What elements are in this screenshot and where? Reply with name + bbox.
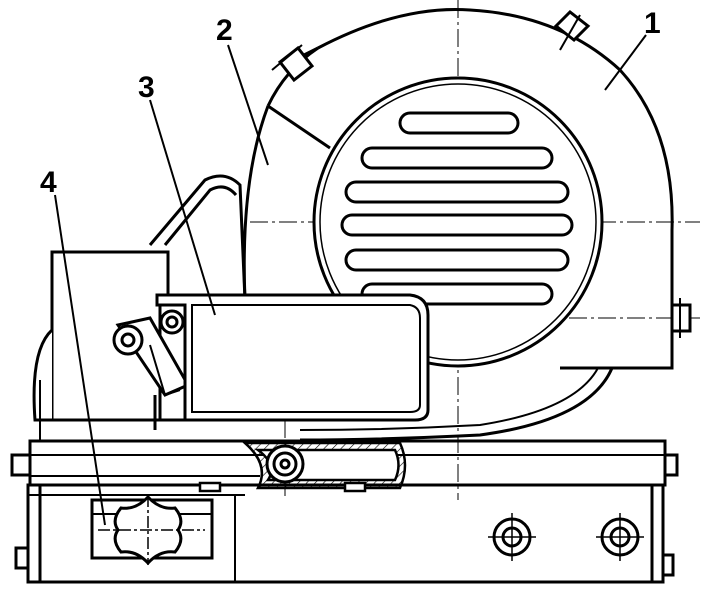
label-2: 2 <box>216 14 233 47</box>
leader-line-1 <box>604 34 647 91</box>
label-4: 4 <box>40 166 57 199</box>
volute-lower-arc <box>299 367 614 442</box>
part-labels: 1 2 3 4 <box>40 7 661 199</box>
casing-bolts <box>271 10 692 338</box>
base-bolts <box>488 513 644 561</box>
leader-line-2 <box>227 44 269 166</box>
chute-box <box>153 293 430 430</box>
label-1: 1 <box>644 7 661 40</box>
leader-line-3 <box>149 99 216 316</box>
label-3: 3 <box>138 71 155 104</box>
base-foot-bolts <box>14 546 675 577</box>
leader-lines <box>54 34 647 526</box>
leader-line-4 <box>54 194 106 526</box>
vent-slots <box>340 111 574 306</box>
star-wheel-housing <box>90 494 214 566</box>
upright-body <box>148 174 247 301</box>
rail-roller <box>265 444 305 484</box>
